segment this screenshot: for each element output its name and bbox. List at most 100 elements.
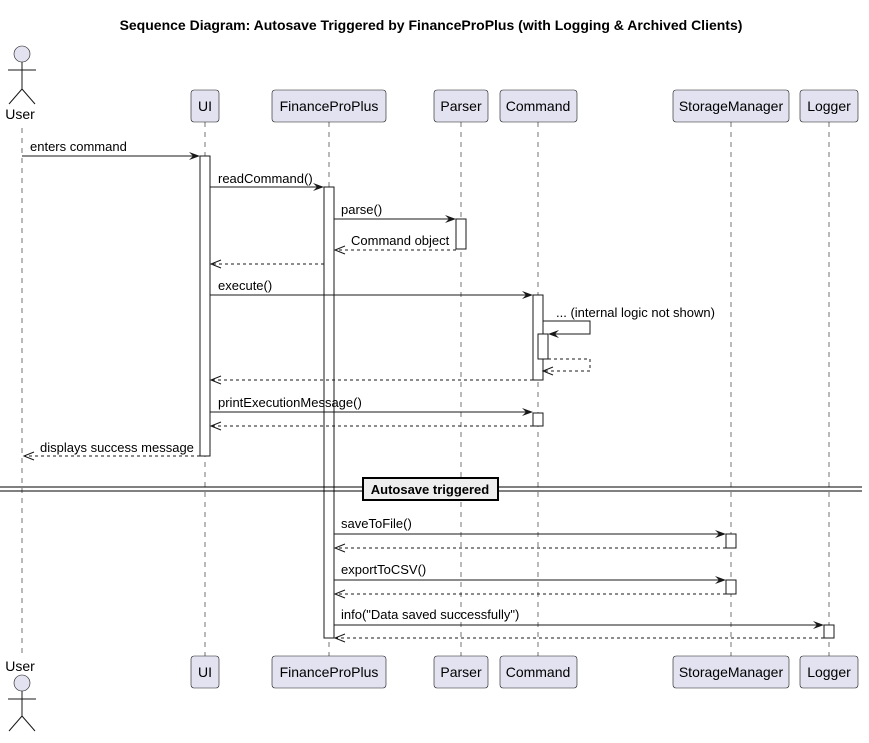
participant-storagemanager-top: StorageManager xyxy=(672,89,790,123)
participant-ui-bottom: UI xyxy=(190,655,220,689)
actor-head-icon xyxy=(13,45,31,63)
participant-label: Command xyxy=(506,664,571,680)
message-label: execute() xyxy=(218,278,272,293)
participant-command-top: Command xyxy=(499,89,578,123)
activation-command-print xyxy=(532,412,544,427)
participant-box xyxy=(672,89,790,123)
arrowhead xyxy=(522,408,533,416)
message-info: info("Data saved successfully") xyxy=(334,607,824,629)
arrowhead xyxy=(189,152,200,160)
participant-box xyxy=(799,89,859,123)
message-savetofile: saveToFile() xyxy=(334,516,726,538)
participant-financeproplus-bottom: FinanceProPlus xyxy=(271,655,387,689)
participant-label: UI xyxy=(198,664,212,680)
participant-label: Command xyxy=(506,98,571,114)
arrowhead xyxy=(22,451,35,461)
activation-ui xyxy=(199,155,211,457)
activation-command-internal xyxy=(537,333,549,360)
participant-box xyxy=(190,89,220,123)
activation-storage-export xyxy=(725,579,737,595)
participant-label: FinanceProPlus xyxy=(280,98,379,114)
participant-command-bottom: Command xyxy=(499,655,578,689)
participant-box xyxy=(499,655,578,689)
message-label: exportToCSV() xyxy=(341,562,426,577)
message-label: readCommand() xyxy=(218,171,313,186)
participant-box xyxy=(672,655,790,689)
message-return-to-ui-2 xyxy=(209,375,533,385)
participant-box xyxy=(799,655,859,689)
actor-user-top: User xyxy=(5,45,36,122)
arrowhead xyxy=(715,530,726,538)
activation-parser xyxy=(455,218,467,250)
arrowhead xyxy=(333,543,346,553)
arrowhead xyxy=(541,366,554,376)
message-parse: parse() xyxy=(334,202,456,223)
participant-financeproplus-top: FinanceProPlus xyxy=(271,89,387,123)
message-readcommand: readCommand() xyxy=(210,171,324,191)
participant-logger-top: Logger xyxy=(799,89,859,123)
arrowhead xyxy=(313,183,324,191)
arrowhead xyxy=(548,330,559,338)
message-label: printExecutionMessage() xyxy=(218,395,362,410)
participant-box xyxy=(499,89,578,123)
message-return-to-ui-3 xyxy=(209,421,533,431)
participant-label: Logger xyxy=(807,98,851,114)
message-internal-logic: ... (internal logic not shown) xyxy=(543,305,715,338)
message-label: info("Data saved successfully") xyxy=(341,607,519,622)
participant-label: UI xyxy=(198,98,212,114)
participant-ui-top: UI xyxy=(190,89,220,123)
message-label: enters command xyxy=(30,139,127,154)
message-printexecutionmessage: printExecutionMessage() xyxy=(210,395,533,416)
participant-label: StorageManager xyxy=(679,98,784,114)
participant-label: Parser xyxy=(440,98,482,114)
participant-box xyxy=(271,655,387,689)
arrowhead xyxy=(445,215,456,223)
message-return-save xyxy=(333,543,726,553)
message-return-export xyxy=(333,589,726,599)
arrowhead xyxy=(333,589,346,599)
arrowhead xyxy=(522,291,533,299)
message-command-object: Command object xyxy=(333,233,456,255)
participant-storagemanager-bottom: StorageManager xyxy=(672,655,790,689)
arrowhead xyxy=(209,375,222,385)
participant-parser-bottom: Parser xyxy=(433,655,489,689)
actor-body-icon xyxy=(8,691,36,732)
participant-box xyxy=(190,655,220,689)
participant-label: FinanceProPlus xyxy=(280,664,379,680)
arrowhead xyxy=(209,421,222,431)
activation-logger xyxy=(823,624,835,639)
message-label: displays success message xyxy=(40,440,194,455)
divider-box xyxy=(362,477,499,501)
message-label: saveToFile() xyxy=(341,516,412,531)
participant-label: Logger xyxy=(807,664,851,680)
activation-storage-save xyxy=(725,533,737,549)
arrowhead xyxy=(813,621,824,629)
participant-box xyxy=(433,89,489,123)
actor-body-icon xyxy=(8,62,36,105)
message-enters-command: enters command xyxy=(22,139,200,160)
message-line xyxy=(543,320,591,335)
divider-autosave: Autosave triggered xyxy=(0,477,862,501)
arrowhead xyxy=(715,576,726,584)
message-return-to-ui-1 xyxy=(209,259,324,269)
actor-head-icon xyxy=(13,674,31,692)
message-internal-return xyxy=(541,358,591,376)
participant-label: Parser xyxy=(440,664,482,680)
message-exporttocsv: exportToCSV() xyxy=(334,562,726,584)
participant-label: User xyxy=(5,658,35,674)
message-line xyxy=(545,358,591,372)
actor-user-bottom: User xyxy=(5,658,36,732)
participant-label: User xyxy=(5,106,35,122)
arrowhead xyxy=(333,245,346,255)
message-execute: execute() xyxy=(210,278,533,299)
message-return-logger xyxy=(333,633,824,643)
participant-parser-top: Parser xyxy=(433,89,489,123)
message-label: Command object xyxy=(351,233,450,248)
diagram-title: Sequence Diagram: Autosave Triggered by … xyxy=(120,17,743,33)
participant-logger-bottom: Logger xyxy=(799,655,859,689)
message-label: parse() xyxy=(341,202,382,217)
arrowhead xyxy=(333,633,346,643)
participant-box xyxy=(433,655,489,689)
arrowhead xyxy=(209,259,222,269)
